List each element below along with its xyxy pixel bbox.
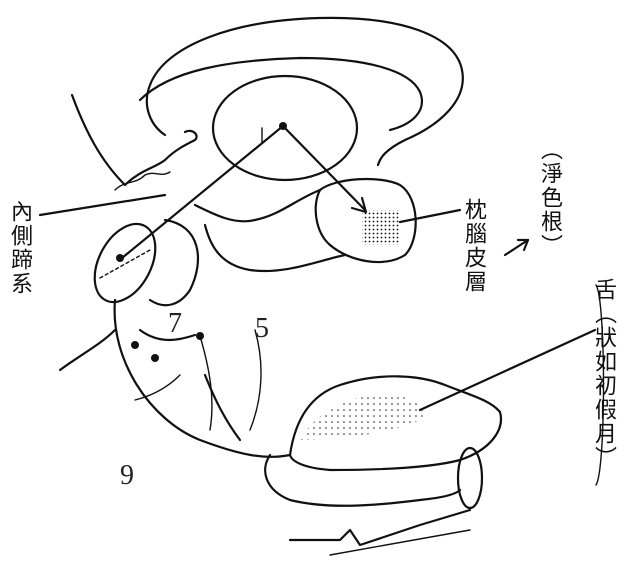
medial-lemniscus-oval [93, 222, 157, 304]
number-9: 9 [120, 460, 134, 491]
tongue-pointer [418, 328, 597, 412]
brainstem-outline [113, 298, 292, 458]
label-medial-lemniscus: 內側蹄系 [7, 200, 32, 296]
geniculate-arrowhead [516, 238, 530, 252]
wavy-line [114, 171, 171, 191]
cortex-stipple [362, 210, 400, 245]
corpus-callosum-outer [145, 16, 464, 167]
tongue [288, 375, 503, 472]
label-tongue: 舌（狀如初假月） [591, 278, 616, 470]
nerve-9 [134, 374, 181, 401]
label-bracket [595, 284, 605, 486]
lemniscus-line [120, 124, 285, 260]
number-5: 5 [255, 313, 269, 344]
brainstem-inner [138, 328, 242, 442]
pharynx-shape [288, 508, 472, 547]
midbrain-lobe [148, 218, 200, 307]
label-occipital-cortex: 枕腦皮層 [461, 198, 486, 294]
nucleus-dot-a [131, 341, 139, 349]
lemniscus-dot [116, 254, 124, 262]
geniculate-arrow [503, 238, 530, 257]
thalamus [211, 74, 359, 182]
occipital-cortex [314, 177, 417, 264]
medial-lemniscus-pointer [38, 193, 167, 217]
jaw-structure [264, 453, 462, 507]
occipital-pointer [398, 208, 462, 224]
projection-arrowhead [350, 196, 368, 214]
corpus-callosum-inner [138, 56, 423, 132]
number-7: 7 [168, 308, 182, 339]
nerve-7 [199, 335, 213, 431]
nucleus-dot-b [151, 354, 159, 362]
midbrain-outline [193, 188, 347, 273]
pharynx-tail [329, 529, 471, 556]
projection-line [281, 124, 367, 212]
label-lateral-geniculate: （淨色根） [537, 138, 562, 258]
pons-curve [58, 328, 117, 372]
lemniscus-chord [99, 249, 151, 279]
uvula [456, 446, 484, 510]
tongue-stipple [300, 394, 424, 440]
nerve-5 [249, 329, 262, 431]
fornix [70, 93, 198, 187]
